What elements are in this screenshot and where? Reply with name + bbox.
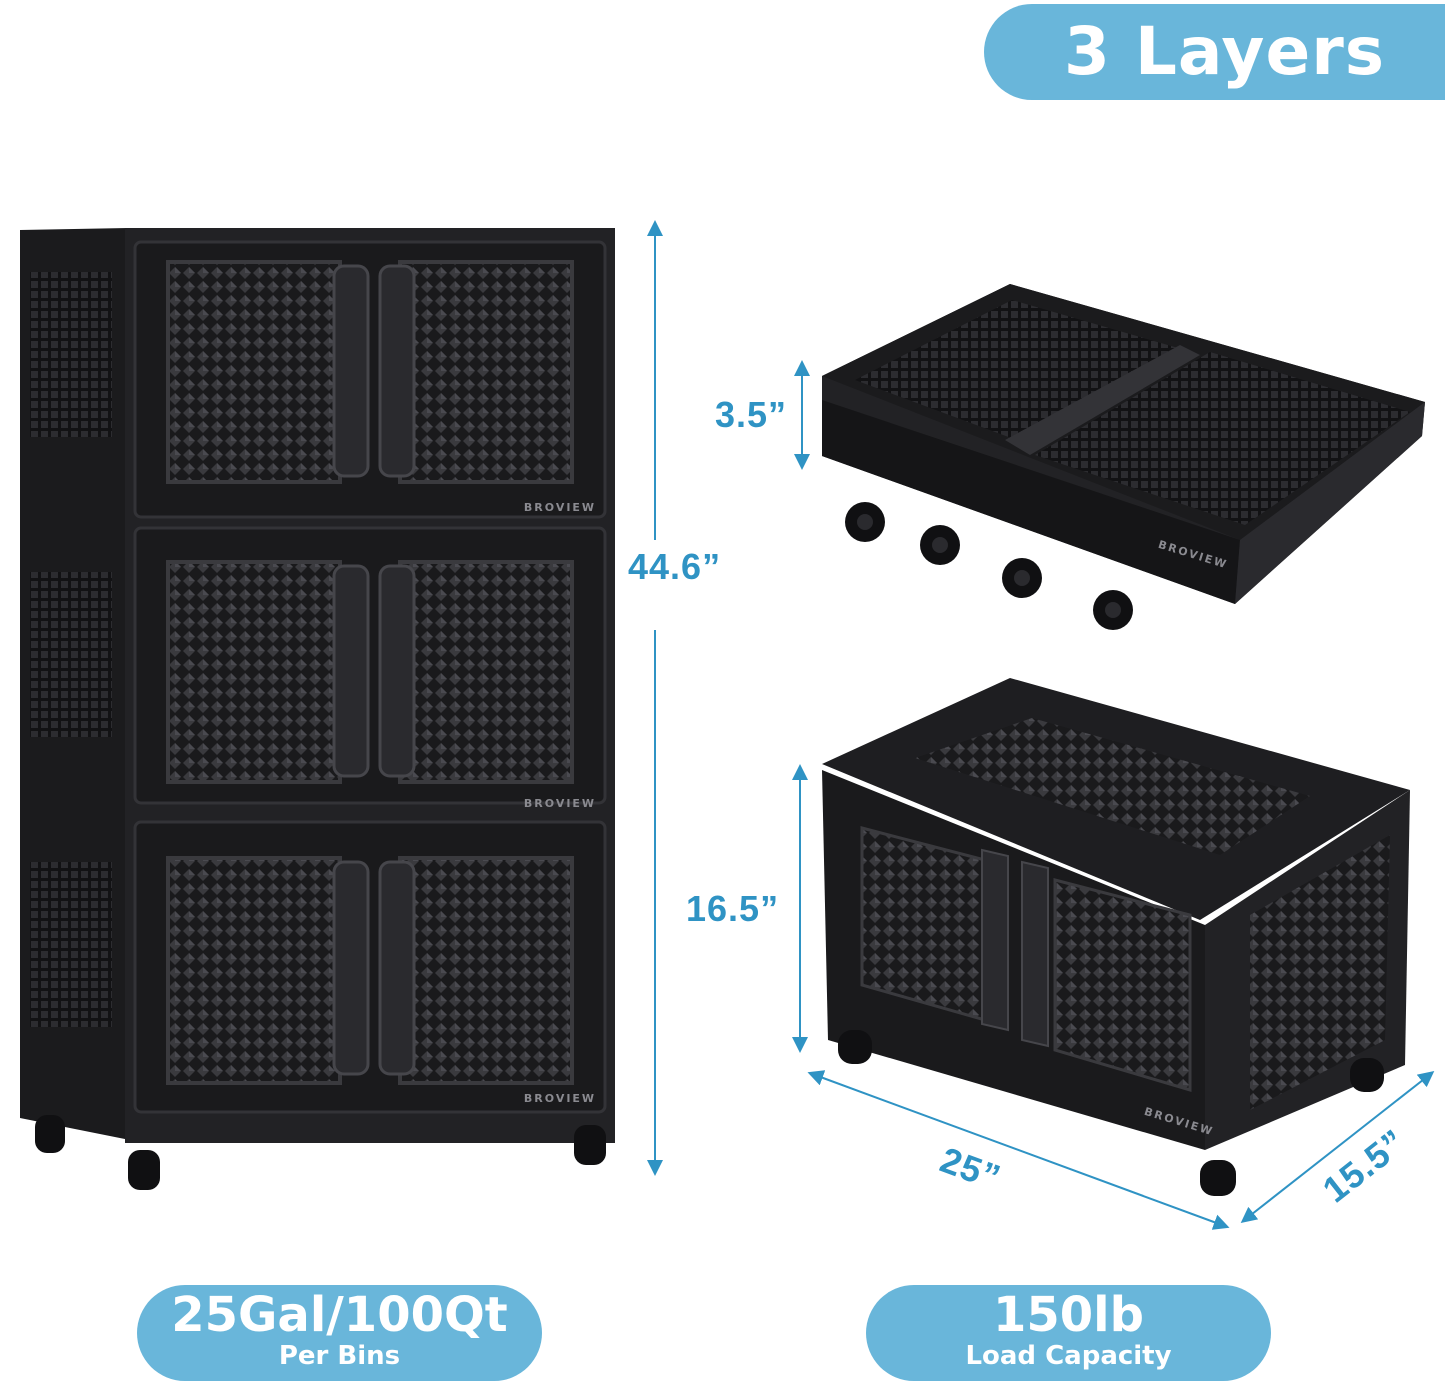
brand-logo-layer-2: BROVIEW — [524, 797, 596, 810]
capacity-badge: 25Gal/100Qt Per Bins — [137, 1285, 542, 1381]
total-height-label: 44.6” — [628, 546, 722, 587]
width-arrow — [807, 1070, 1230, 1230]
brand-logo-layer-1: BROVIEW — [524, 501, 596, 514]
brand-logo-layer-3: BROVIEW — [524, 1092, 596, 1105]
single-bin-icon — [822, 678, 1410, 1196]
folded-height-label: 3.5” — [715, 394, 788, 435]
capacity-value: 25Gal/100Qt — [171, 1287, 508, 1343]
unit-height-label: 16.5” — [686, 888, 780, 929]
load-caption: Load Capacity — [965, 1341, 1172, 1371]
caster-wheel-icon — [845, 502, 1133, 630]
caster-wheel-icon — [35, 1115, 606, 1190]
capacity-caption: Per Bins — [278, 1341, 401, 1371]
layers-badge: 3 Layers — [984, 4, 1445, 100]
folded-bin-icon — [822, 284, 1425, 630]
depth-arrow — [1240, 1071, 1435, 1223]
load-badge: 150lb Load Capacity — [866, 1285, 1271, 1381]
layers-label: 3 Layers — [1063, 13, 1386, 90]
stacked-cabinet-icon — [20, 228, 615, 1190]
load-value: 150lb — [992, 1287, 1144, 1343]
